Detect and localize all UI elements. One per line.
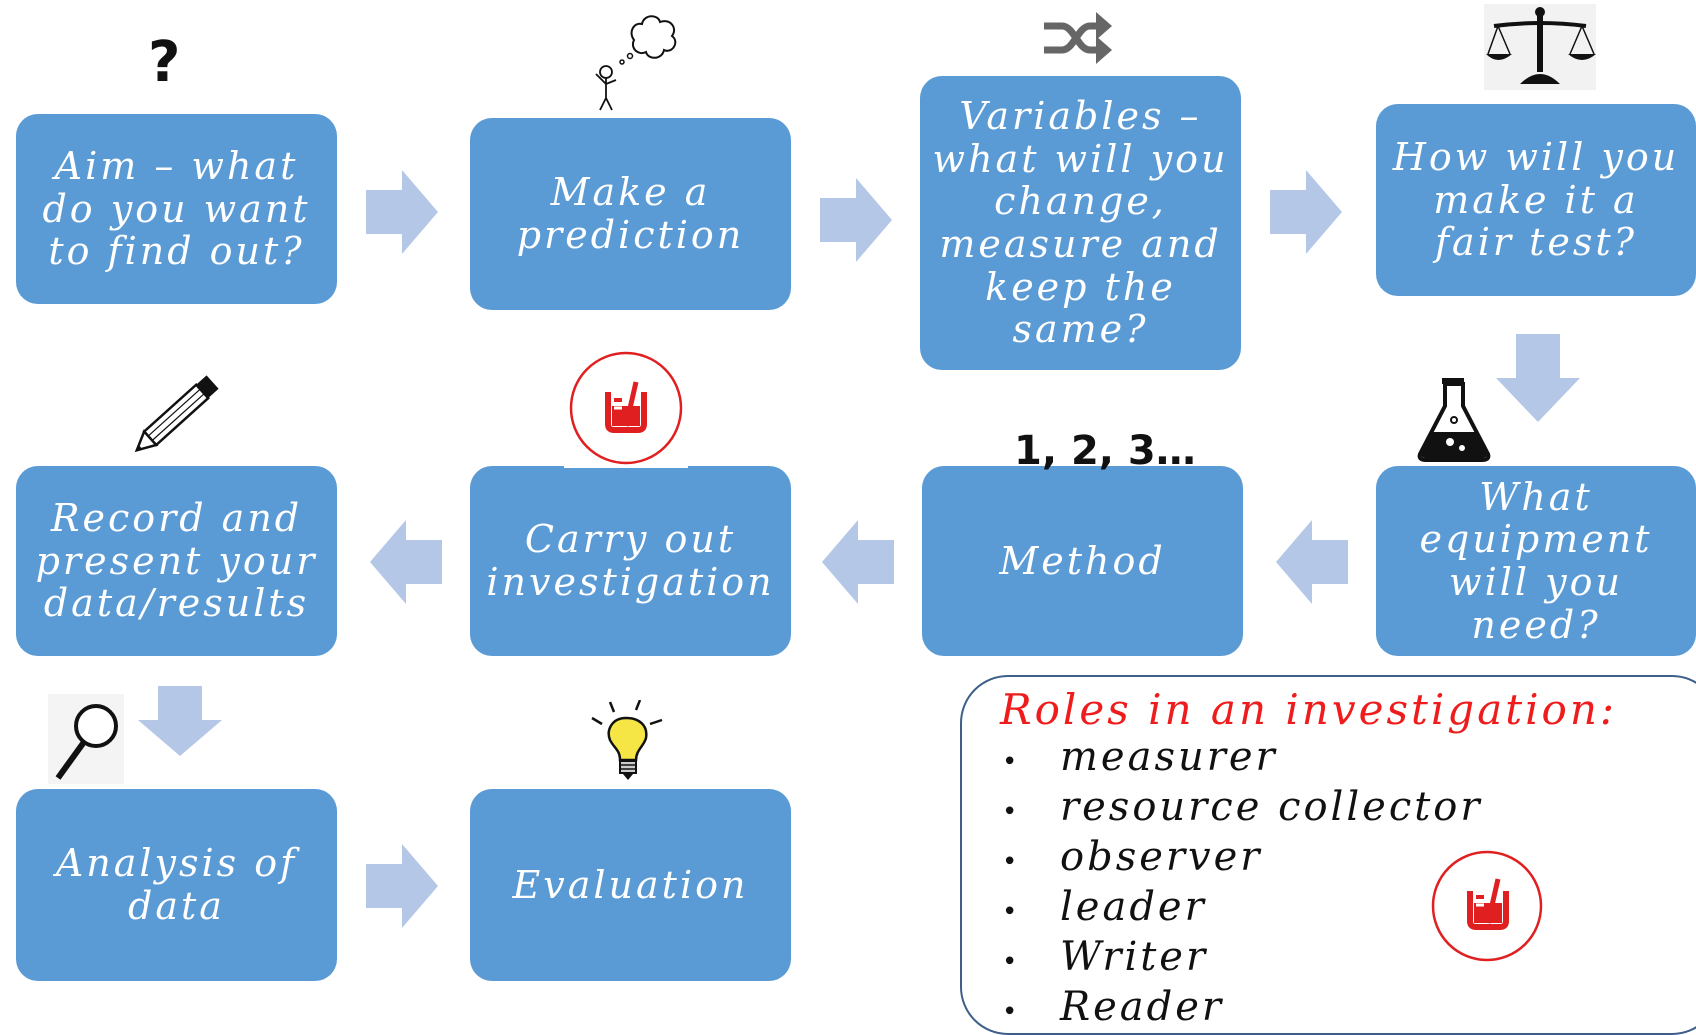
role-label: observer	[1060, 834, 1263, 880]
arrow-right-4	[366, 844, 438, 928]
step-aim: Aim – what do you want to find out?	[16, 114, 337, 304]
role-item: • measurer	[1002, 735, 1483, 785]
flask-icon	[1417, 378, 1491, 462]
step-evaluation: Evaluation	[470, 789, 791, 981]
bullet: •	[1002, 897, 1021, 927]
role-label: measurer	[1060, 734, 1278, 780]
arrow-right-3	[1270, 170, 1342, 254]
magnifier-icon	[48, 694, 124, 784]
scales-icon	[1484, 4, 1596, 90]
arrow-down-1	[1496, 334, 1580, 422]
role-item: • leader	[1002, 885, 1483, 935]
role-label: Reader	[1060, 984, 1225, 1030]
arrow-left-3	[370, 520, 442, 604]
role-label: resource collector	[1060, 784, 1483, 830]
step-method: Method	[922, 466, 1243, 656]
arrow-right-1	[366, 170, 438, 254]
role-item: • Reader	[1002, 985, 1483, 1035]
bullet: •	[1002, 947, 1021, 977]
arrow-right-2	[820, 178, 892, 262]
role-label: leader	[1060, 884, 1207, 930]
roles-panel: Roles in an investigation: • measurer • re…	[960, 675, 1696, 1035]
beaker-logo-icon	[564, 351, 688, 468]
step-fair-test: How will you make it a fair test?	[1376, 104, 1696, 296]
lightbulb-icon	[591, 700, 663, 780]
step-variables: Variables – what will you change, measur…	[920, 76, 1241, 370]
step-record: Record and present your data/results	[16, 466, 337, 656]
shuffle-icon	[1044, 12, 1112, 64]
bullet: •	[1002, 747, 1021, 777]
step-equipment: What equipment will you need?	[1376, 466, 1696, 656]
pencil-icon	[134, 375, 219, 453]
question-mark: ?	[148, 30, 181, 95]
step-analysis: Analysis of data	[16, 789, 337, 981]
arrow-left-1	[1276, 520, 1348, 604]
method-numbers-label: 1, 2, 3…	[1014, 428, 1196, 474]
bullet: •	[1002, 847, 1021, 877]
arrow-left-2	[822, 520, 894, 604]
arrow-down-2	[138, 686, 222, 756]
role-item: • resource collector	[1002, 785, 1483, 835]
step-prediction: Make a prediction	[470, 118, 791, 310]
roles-list: •measurer •resource collector •observer …	[1002, 735, 1483, 1035]
step-carry-out: Carry out investigation	[470, 466, 791, 656]
role-label: Writer	[1060, 934, 1209, 980]
bullet: •	[1002, 797, 1021, 827]
thinking-person-icon	[595, 15, 677, 111]
role-item: • observer	[1002, 835, 1483, 885]
bullet: •	[1002, 997, 1021, 1027]
role-item: • Writer	[1002, 935, 1483, 985]
beaker-logo-icon	[1431, 850, 1543, 962]
roles-title: Roles in an investigation:	[1000, 685, 1618, 734]
